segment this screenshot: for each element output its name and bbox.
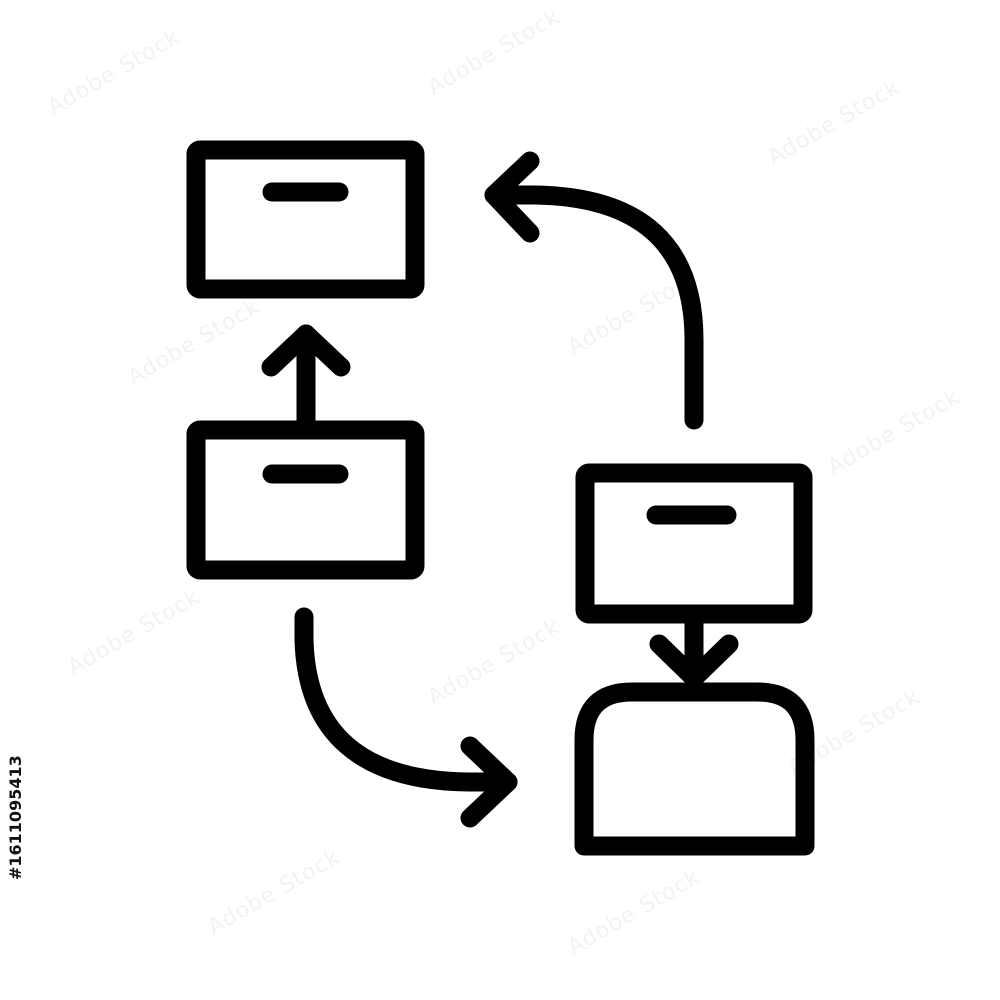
box-middle-left: [186, 420, 425, 580]
box-right-with-stand: [575, 463, 813, 624]
box-middle-left-frame: [186, 420, 425, 580]
arrow-curved-bottom-shaft: [294, 607, 518, 792]
box-top-left-frame: [186, 140, 425, 299]
arrow-curved-bottom-head: [460, 736, 518, 828]
stock-id-label: #1611095413: [6, 755, 25, 880]
arrow-up-middle-to-top: [261, 324, 351, 438]
arrow-curved-top-shaft: [484, 185, 704, 430]
arrow-down-box-to-rounded: [649, 606, 739, 690]
arrow-curved-right-to-top: [484, 151, 704, 430]
arrow-up-head: [261, 324, 351, 377]
box-right-frame: [575, 463, 813, 624]
arrow-curved-left-to-bottom-right: [294, 607, 518, 828]
rounded-box-bottom-right: [574, 682, 815, 856]
arrow-down-head: [649, 634, 739, 688]
box-top-left: [186, 140, 425, 299]
arrow-curved-top-head: [484, 151, 540, 243]
